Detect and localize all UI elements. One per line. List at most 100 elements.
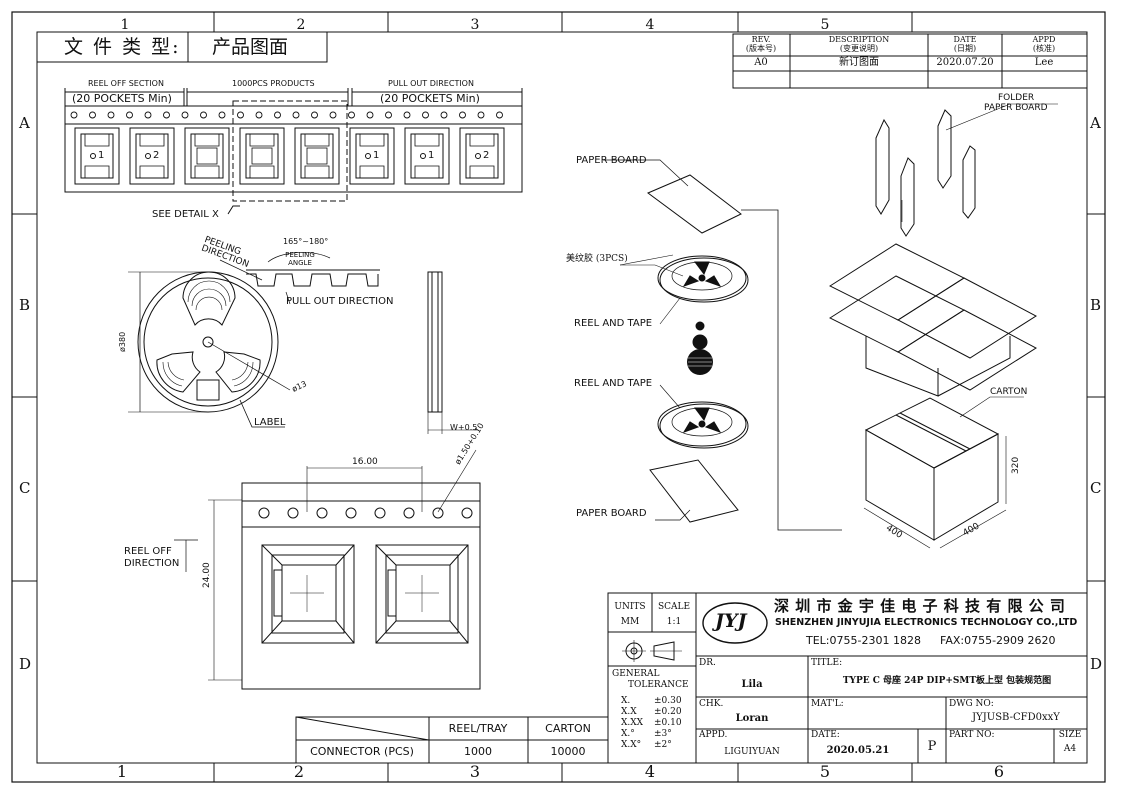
- qty-header-carton: CARTON: [545, 722, 591, 735]
- tolerance-value: ±0.20: [654, 707, 682, 717]
- reel-diameter-label: ø380: [118, 331, 127, 352]
- reel-and-tape-1-label: REEL AND TAPE: [574, 318, 653, 329]
- reel-off-pockets-label: (20 POCKETS Min): [72, 92, 172, 105]
- zone-number-top: 1: [120, 17, 130, 33]
- qty-reel-value: 1000: [464, 745, 492, 758]
- tape-pocket: [74, 127, 120, 185]
- size-value: A4: [1063, 744, 1077, 754]
- sprocket-hole: [459, 111, 466, 119]
- sprocket-hole: [181, 111, 189, 119]
- date-value: 2020.07.20: [936, 57, 994, 68]
- angle-range-label: 165°~180°: [283, 237, 329, 246]
- tolerance-value: ±0.10: [654, 718, 682, 728]
- tolerance-key: X.X°: [621, 740, 642, 750]
- title-label: TITLE:: [811, 658, 843, 668]
- see-detail-label: SEE DETAIL X: [152, 209, 219, 220]
- dr-label: DR.: [699, 658, 716, 668]
- zone-number-bottom: 1: [116, 762, 128, 781]
- sprocket-hole: [440, 111, 448, 119]
- detail-sprocket-hole: [345, 507, 357, 519]
- sprocket-hole: [422, 111, 429, 119]
- rev-header-cn: (版本号): [745, 44, 777, 53]
- zone-letter-left: D: [19, 655, 32, 673]
- detail-sprocket-hole: [461, 507, 473, 519]
- part-no-label: PART NO:: [949, 730, 995, 740]
- zone-number-bottom: 3: [469, 762, 481, 781]
- chk-value: Loran: [735, 713, 769, 724]
- detail-sprocket-hole: [258, 507, 270, 519]
- scale-value: 1:1: [666, 617, 682, 627]
- company-fax: FAX:0755-2909 2620: [940, 634, 1056, 647]
- reel-and-tape-2-label: REEL AND TAPE: [574, 378, 653, 389]
- sprocket-hole: [311, 111, 318, 119]
- detail-sprocket-hole: [403, 507, 415, 519]
- tape-label: 美纹胶 (3PCS): [566, 254, 628, 264]
- sprocket-hole: [107, 111, 115, 119]
- pocket-pin-mark: 1: [98, 150, 105, 161]
- units-value: MM: [620, 617, 640, 627]
- detail-sprocket-hole: [316, 507, 328, 519]
- detail-sprocket-hole: [287, 507, 299, 519]
- products-label: 1000PCS PRODUCTS: [232, 79, 315, 88]
- dr-value: Lila: [741, 679, 763, 690]
- p-mark: P: [927, 739, 937, 754]
- zone-letter-right: B: [1090, 296, 1102, 314]
- zone-letter-right: C: [1090, 479, 1102, 497]
- sprocket-hole: [237, 111, 244, 119]
- zone-number-top: 3: [470, 17, 480, 33]
- reel-pull-out-label: PULL OUT DIRECTION: [286, 296, 394, 307]
- rev-header: REV.: [751, 35, 771, 44]
- description-value: 新订图面: [839, 57, 879, 68]
- sprocket-hole: [218, 111, 226, 119]
- paper-board-bottom-label: PAPER BOARD: [576, 508, 647, 519]
- tape-pocket: [129, 127, 175, 185]
- sprocket-hole: [403, 111, 411, 119]
- pocket-pin-mark: 1: [373, 150, 380, 161]
- matl-label: MAT'L:: [811, 699, 844, 709]
- sprocket-hole: [385, 111, 392, 119]
- tolerance-value: ±3°: [654, 729, 672, 739]
- zone-number-top: 4: [645, 17, 655, 33]
- sprocket-hole: [126, 111, 133, 119]
- carton-height-dim: 320: [1011, 456, 1021, 474]
- zone-number-top: 2: [296, 17, 306, 33]
- qty-row-label: CONNECTOR (PCS): [310, 745, 414, 758]
- chk-label: CHK.: [699, 699, 724, 709]
- zone-number-top: 5: [820, 17, 830, 33]
- zone-number-bottom: 5: [819, 762, 831, 781]
- sprocket-hole: [292, 111, 300, 119]
- reel-off-direction-label: REEL OFF DIRECTION: [124, 546, 180, 569]
- pull-out-pockets-label: (20 POCKETS Min): [380, 92, 480, 105]
- zone-number-bottom: 6: [993, 762, 1005, 781]
- pocket-pin-mark: 2: [483, 150, 490, 161]
- sprocket-hole: [163, 111, 170, 119]
- appd-value: LIGUIYUAN: [724, 747, 780, 757]
- tape-pocket: [349, 127, 395, 185]
- zone-number-bottom: 4: [644, 762, 656, 781]
- pull-out-label: PULL OUT DIRECTION: [388, 79, 474, 88]
- size-label: SIZE: [1058, 730, 1082, 740]
- appd-header: APPD: [1032, 35, 1056, 44]
- sprocket-hole: [348, 111, 355, 119]
- sprocket-hole: [274, 111, 281, 119]
- zone-letter-left: C: [19, 479, 31, 497]
- tape-pocket: [404, 127, 450, 185]
- zone-number-bottom: 2: [293, 762, 305, 781]
- description-header-cn: (变更说明): [839, 44, 879, 53]
- company-tel: TEL:0755-2301 1828: [806, 634, 921, 647]
- dwg-no-value: JYJUSB-CFD0xxY: [972, 712, 1060, 723]
- zone-letter-right: D: [1090, 655, 1103, 673]
- reel-label-label: LABEL: [254, 417, 286, 428]
- appd-header-cn: (核准): [1032, 44, 1056, 53]
- detail-sprocket-hole: [374, 507, 386, 519]
- date-header-cn: (日期): [953, 44, 977, 53]
- qty-carton-value: 10000: [550, 745, 586, 758]
- sprocket-hole: [329, 111, 337, 119]
- tolerance-label: TOLERANCE: [628, 680, 689, 690]
- reel-width-label: W+0.5: [450, 423, 478, 432]
- dwg-no-label: DWG NO:: [949, 699, 994, 709]
- peeling-angle-label: PEELING ANGLE: [285, 251, 315, 267]
- tape-pocket: [184, 127, 230, 185]
- tolerance-key: X.°: [621, 729, 635, 739]
- pocket-pin-mark: 1: [428, 150, 435, 161]
